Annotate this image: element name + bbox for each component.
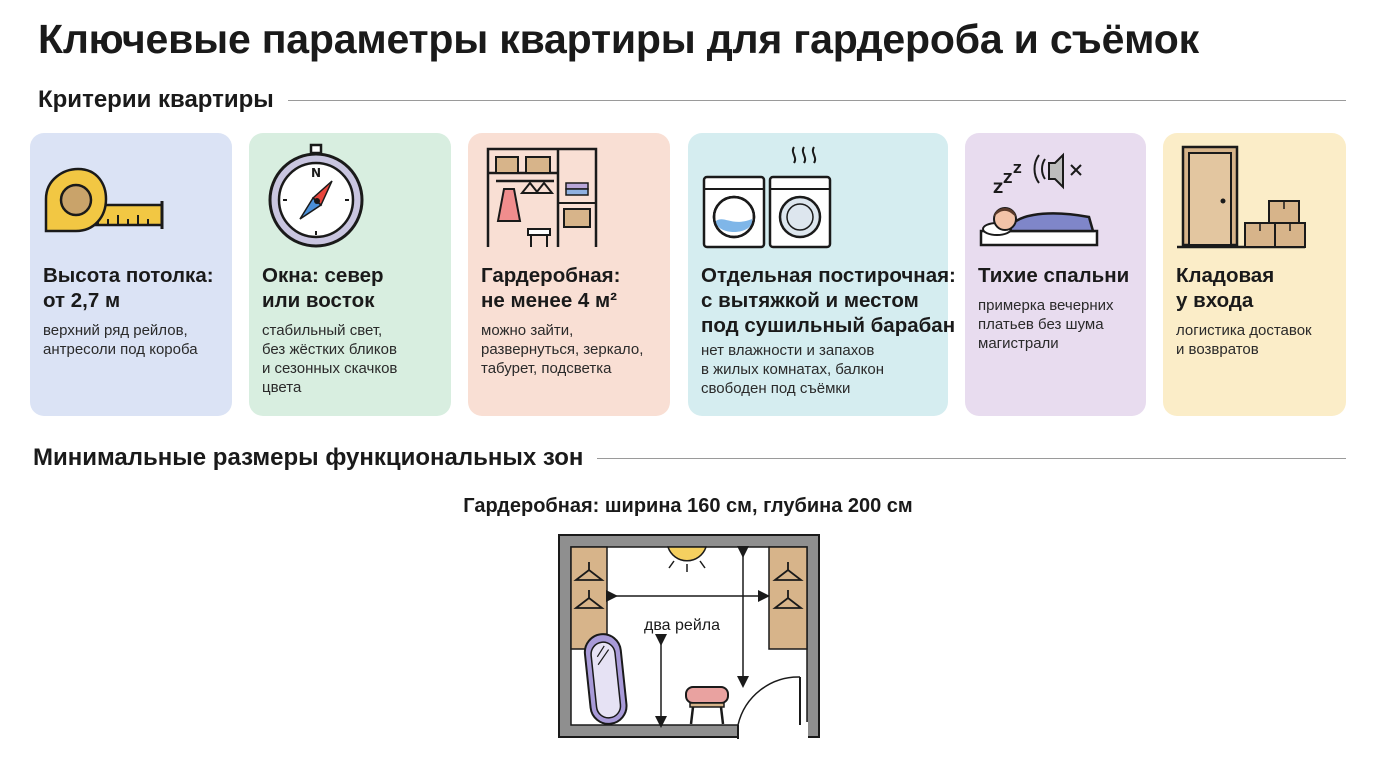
section-divider [287,99,1346,101]
card-heading: Высота потолка:от 2,7 м [43,264,214,312]
door-boxes-icon [1177,145,1306,249]
card-ceiling-height: Высота потолка:от 2,7 м верхний ряд рейл… [30,133,232,416]
svg-text:Z: Z [1003,172,1012,187]
svg-text:Z: Z [993,181,1003,197]
stool-icon [685,686,729,725]
card-heading: Тихие спальни [978,264,1130,287]
card-body: верхний ряд рейлов,антресоли под короба [43,322,198,358]
section-criteria-title: Критерии квартиры [38,86,274,113]
washer-dryer-icon [702,146,832,249]
card-heading: Гардеробная:не менее 4 м² [481,264,621,312]
card-laundry: Отдельная постирочная:с вытяжкой и место… [688,133,956,416]
mirror-icon [583,633,628,725]
closet-floor-plan: два рейла [558,534,820,739]
section-criteria-header: Критерии квартиры [38,86,1346,114]
page-title: Ключевые параметры квартиры для гардероб… [38,16,1199,62]
svg-text:Z: Z [1013,162,1022,176]
section-zones-title: Минимальные размеры функциональных зон [33,444,584,471]
plan-title: Гардеробная: ширина 160 см, глубина 200 … [463,495,913,517]
section-divider [597,457,1346,459]
svg-text:N: N [311,166,321,180]
rails-label: два рейла [644,617,720,634]
sleeping-person-icon: Z Z Z [979,152,1099,247]
wardrobe-icon [486,147,598,247]
card-body: можно зайти,развернуться, зеркало,табуре… [481,322,644,377]
card-heading: Отдельная постирочная:с вытяжкой и место… [701,264,956,337]
card-walk-in-closet: Гардеробная:не менее 4 м² можно зайти,ра… [468,133,670,416]
door-swing [737,676,801,726]
section-zones-header: Минимальные размеры функциональных зон [33,444,1346,472]
lamp-icon [666,546,708,562]
tape-measure-icon [44,167,164,233]
compass-icon: N [268,143,364,248]
